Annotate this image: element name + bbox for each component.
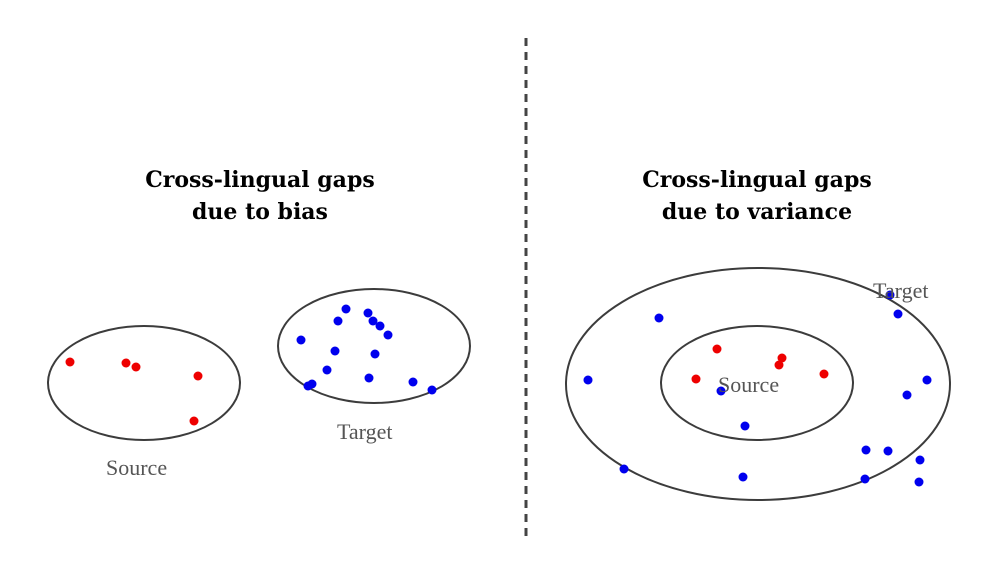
target-point [915,455,925,465]
target-point [322,365,332,375]
target-point [716,386,726,396]
left-source-points [65,357,203,426]
source-point [193,371,203,381]
left-target-ellipse [277,288,471,404]
right-source-points [691,344,829,384]
left-target-points [296,304,437,395]
right-target-label: Target [873,278,929,303]
target-point [363,308,373,318]
source-point [712,344,722,354]
right-source-ellipse [660,325,854,441]
target-point [364,373,374,383]
target-point [427,385,437,395]
target-point [375,321,385,331]
target-point [341,304,351,314]
left-source-ellipse [47,325,241,441]
source-point [65,357,75,367]
right-title-line2: due to variance [661,199,853,225]
source-point [189,416,199,426]
right-target-points [583,290,932,487]
left-title-line1: Cross-lingual gaps [145,167,375,193]
source-point [777,353,787,363]
left-source-label: Source [106,455,168,480]
source-point [774,360,784,370]
source-point [691,374,701,384]
target-point [860,474,870,484]
source-point [819,369,829,379]
source-point [131,362,141,372]
target-point [740,421,750,431]
target-point [368,316,378,326]
right-title-line1: Cross-lingual gaps [642,167,872,193]
target-point [654,313,664,323]
target-point [370,349,380,359]
target-point [922,375,932,385]
target-point [330,346,340,356]
target-point [893,309,903,319]
target-point [408,377,418,387]
left-target-label: Target [337,419,393,444]
source-point [121,358,131,368]
right-target-ellipse [565,267,951,501]
target-point [738,472,748,482]
target-point [619,464,629,474]
target-point [383,330,393,340]
target-point [861,445,871,455]
target-point [333,316,343,326]
target-point [885,290,895,300]
target-point [583,375,593,385]
target-point [902,390,912,400]
target-point [883,446,893,456]
left-panel-title: Cross-lingual gaps due to bias [80,164,440,228]
target-point [307,379,317,389]
right-panel-title: Cross-lingual gaps due to variance [577,164,937,228]
target-point [914,477,924,487]
left-title-line2: due to bias [192,199,328,225]
right-source-label: Source [718,372,780,397]
target-point [296,335,306,345]
